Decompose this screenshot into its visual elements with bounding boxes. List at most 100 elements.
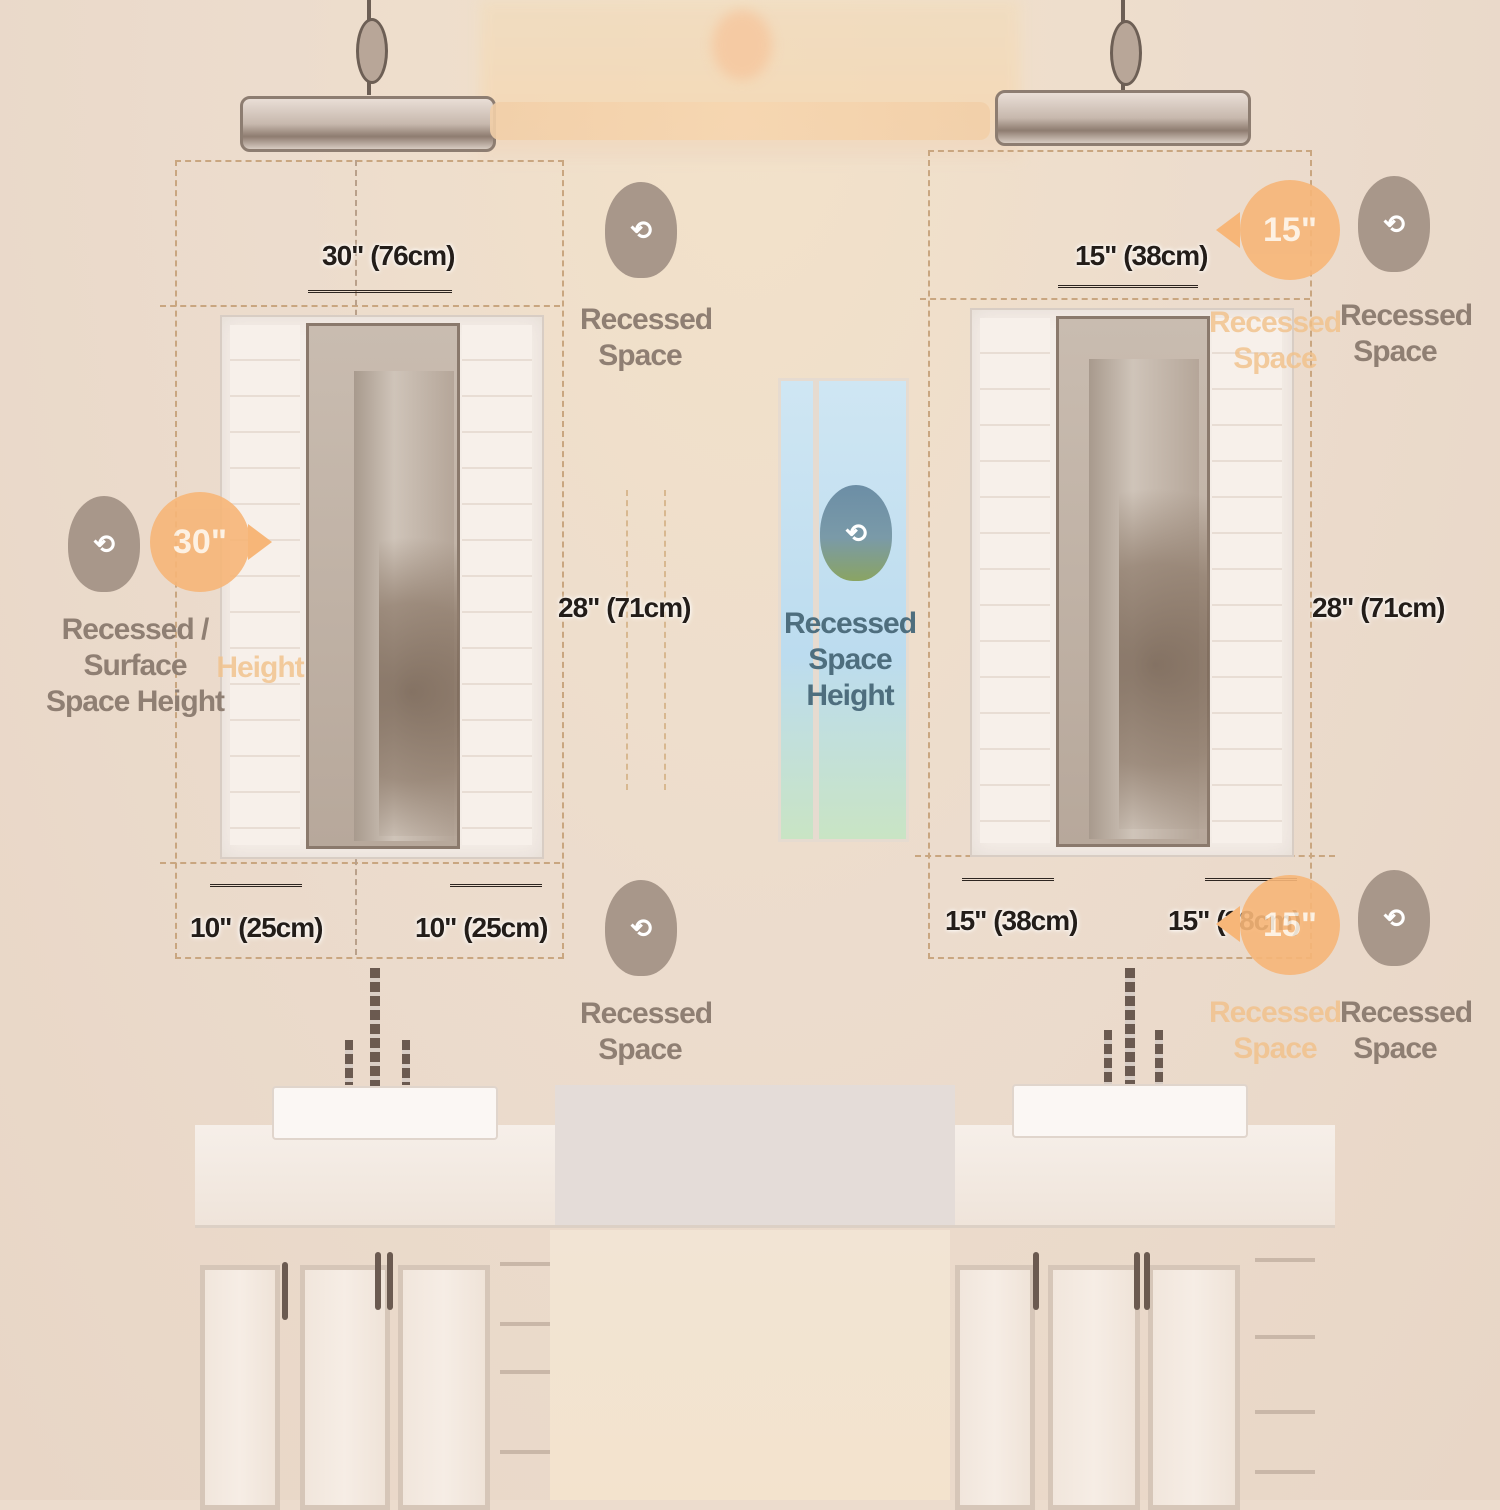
right-drawer-2[interactable] — [1255, 1335, 1315, 1339]
left-handle-2[interactable] — [375, 1252, 381, 1310]
right-bottom-right-line — [1205, 878, 1297, 881]
left-drawer-3[interactable] — [500, 1370, 550, 1374]
rotate-icon-bottom-right: ⟲ — [1358, 870, 1430, 966]
orange-caption-top-right-line1: Recessed — [1208, 306, 1342, 339]
left-mirror-tree — [379, 476, 459, 836]
right-height-label: 28" (71cm) — [1312, 592, 1445, 623]
left-faucet — [370, 968, 380, 1086]
left-width-line — [308, 290, 452, 293]
left-caption-line2: Space Height — [45, 685, 225, 718]
left-bottom-right-line — [450, 884, 542, 887]
caption-center: Recessed Space Height — [780, 606, 920, 714]
left-drawer-4[interactable] — [500, 1450, 550, 1454]
right-bottom-left-line — [962, 878, 1054, 881]
left-handle-1[interactable] — [282, 1262, 288, 1320]
right-handle-2[interactable] — [1134, 1252, 1140, 1310]
center-vanity-panel — [550, 1230, 950, 1500]
orange-caption-top-right-line2: Space — [1233, 342, 1317, 375]
left-height-label: 28" (71cm) — [558, 592, 691, 623]
left-bottom-guide — [160, 862, 560, 864]
caption-top-right-line1: Recessed — [1340, 299, 1473, 332]
right-handle-1[interactable] — [1033, 1252, 1039, 1310]
left-door-3 — [398, 1265, 490, 1510]
countertop-center — [555, 1085, 955, 1225]
right-door-3 — [1148, 1265, 1240, 1510]
left-size-badge: 30" — [150, 492, 250, 592]
right-drawer-4[interactable] — [1255, 1470, 1315, 1474]
right-mirror — [1056, 316, 1210, 847]
right-door-1 — [955, 1265, 1035, 1510]
right-faucet-handle-right — [1155, 1030, 1163, 1085]
caption-top-center-line1: Recessed — [580, 303, 713, 336]
left-drawer-2[interactable] — [500, 1322, 550, 1326]
left-caption: Recessed / Surface Space Height — [30, 612, 240, 720]
right-cabinet-shelves-right — [1212, 318, 1282, 843]
left-bottom-right-label: 10" (25cm) — [415, 912, 548, 943]
right-bottom-left-label: 15" (38cm) — [945, 905, 1078, 936]
orange-caption-bottom-right-line1: Recessed — [1208, 996, 1342, 1029]
left-badge-pointer — [248, 524, 272, 560]
right-cabinet-shelves-left — [980, 318, 1050, 843]
left-vanity-light — [240, 96, 496, 152]
rotate-icon-center: ⟲ — [820, 485, 892, 581]
caption-top-right: Recessed Space — [1340, 298, 1473, 370]
left-door-1 — [200, 1265, 280, 1510]
caption-bottom-center-line2: Space — [598, 1033, 682, 1066]
bulb-glow — [712, 10, 772, 80]
caption-center-line1: Recessed — [783, 607, 917, 640]
right-mirror-tree — [1119, 419, 1209, 829]
window-mullion — [813, 381, 819, 839]
caption-top-center: Recessed Space — [580, 302, 713, 374]
caption-bottom-center-line1: Recessed — [580, 997, 713, 1030]
right-top-badge-pointer — [1216, 212, 1240, 248]
right-drawer-1[interactable] — [1255, 1258, 1315, 1262]
right-vanity-light — [995, 90, 1251, 146]
caption-top-center-line2: Space — [598, 339, 682, 372]
right-drawer-3[interactable] — [1255, 1410, 1315, 1414]
center-guide-2 — [664, 490, 666, 790]
left-mirror — [306, 323, 460, 849]
left-bottom-left-label: 10" (25cm) — [190, 912, 323, 943]
rotate-icon-top-center: ⟲ — [605, 182, 677, 278]
left-caption-line1: Recessed / Surface — [61, 613, 210, 682]
right-bottom-size-badge: 15" — [1240, 875, 1340, 975]
left-fixture-ornament — [356, 18, 388, 84]
caption-bottom-right-line1: Recessed — [1340, 996, 1473, 1029]
right-top-size-badge: 15" — [1240, 180, 1340, 280]
caption-bottom-right-line2: Space — [1353, 1032, 1437, 1065]
left-faucet-handle-left — [345, 1040, 353, 1085]
right-faucet-handle-left — [1104, 1030, 1112, 1085]
rotate-icon-top-right: ⟲ — [1358, 176, 1430, 272]
left-faucet-handle-right — [402, 1040, 410, 1085]
right-handle-3[interactable] — [1144, 1252, 1150, 1310]
left-cabinet-shelves-right — [462, 325, 532, 845]
right-fixture-ornament — [1110, 20, 1142, 86]
left-drawer-1[interactable] — [500, 1262, 550, 1266]
right-mirror-cabinet — [970, 308, 1294, 857]
right-door-2 — [1048, 1265, 1140, 1510]
left-width-label: 30" (76cm) — [322, 240, 455, 271]
rotate-icon-bottom-center: ⟲ — [605, 880, 677, 976]
orange-caption-top-right: Recessed Space — [1205, 305, 1345, 377]
right-sink — [1012, 1084, 1248, 1138]
right-faucet — [1125, 968, 1135, 1086]
right-width-label: 15" (38cm) — [1075, 240, 1208, 271]
caption-bottom-right: Recessed Space — [1340, 995, 1473, 1067]
left-handle-3[interactable] — [387, 1252, 393, 1310]
rotate-360-icon: ⟲ — [68, 496, 140, 592]
caption-top-right-line2: Space — [1353, 335, 1437, 368]
left-cabinet-shelves-left — [230, 325, 300, 845]
caption-bottom-center: Recessed Space — [580, 996, 713, 1068]
right-width-line — [1058, 285, 1198, 288]
center-guide — [626, 490, 628, 790]
left-orange-caption: Height — [216, 651, 304, 684]
right-guide-frame — [928, 150, 1312, 959]
caption-center-line2: Space Height — [806, 643, 894, 712]
left-top-guide — [160, 305, 560, 307]
left-sink — [272, 1086, 498, 1140]
left-bottom-left-line — [210, 884, 302, 887]
orange-caption-bottom-right: Recessed Space — [1205, 995, 1345, 1067]
right-bottom-badge-pointer — [1216, 906, 1240, 942]
window — [778, 378, 909, 842]
right-top-guide — [920, 298, 1310, 300]
